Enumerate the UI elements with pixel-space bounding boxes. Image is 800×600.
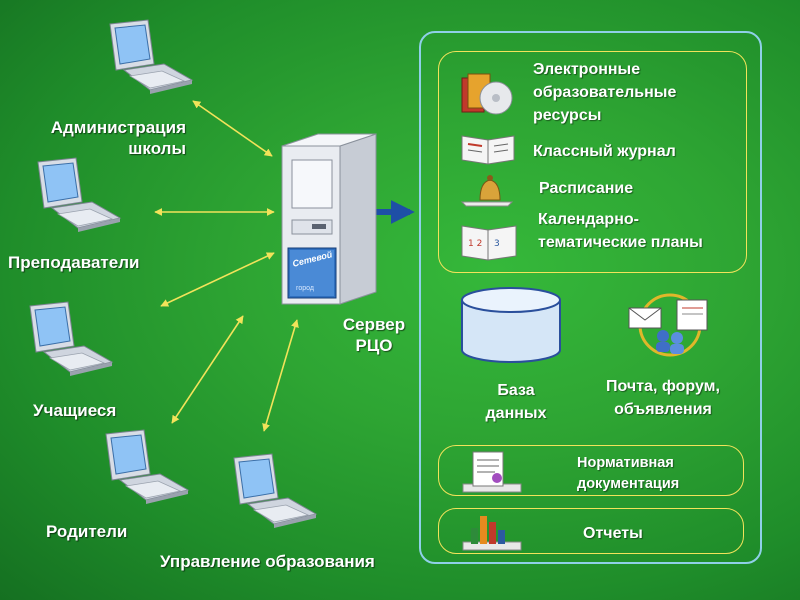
computer-icon-management [233,453,318,528]
mail-forum-icon [628,293,708,357]
plans-label: Календарно- тематические планы [538,211,703,251]
journal-icon [461,135,515,165]
svg-text:1 2: 1 2 [468,239,482,249]
documents-icon [462,451,522,493]
svg-text:3: 3 [494,239,500,249]
parents-label: Родители [46,522,128,541]
admin-label: Администрация школы [50,118,186,158]
reports-label: Отчеты [583,525,643,542]
students-label: Учащиеся [33,401,117,420]
normative-box [438,445,744,496]
computer-icon-students [29,301,114,376]
computer-icon-teachers [37,157,122,232]
reports-box [438,508,744,554]
bell-icon [460,175,514,207]
server-badge-sub: город [296,285,315,292]
services-panel [419,31,762,564]
electronic-resources-label: Электронные образовательные ресурсы [533,61,677,124]
normative-label: Нормативная документация [577,455,680,492]
journal-label: Классный журнал [533,143,676,160]
schedule-label: Расписание [539,180,634,197]
plans-book-icon: 1 2 3 [461,225,517,261]
management-label: Управление образования [160,552,375,571]
arrow-admin [192,100,273,157]
teachers-label: Преподаватели [8,253,140,272]
server-label: Сервер РЦО [342,315,406,355]
database-label: База данных [485,382,547,422]
resources-group [438,51,747,273]
server-icon [281,133,377,305]
books-cd-icon [461,73,513,115]
computer-icon-admin [109,19,194,94]
mail-label: Почта, форум, объявления [606,378,720,418]
database-icon [461,287,561,363]
arrow-parents [171,315,244,424]
arrow-students [160,252,275,307]
arrow-management [262,319,299,432]
bar-chart-icon [462,516,522,551]
computer-icon-parents [105,429,190,504]
